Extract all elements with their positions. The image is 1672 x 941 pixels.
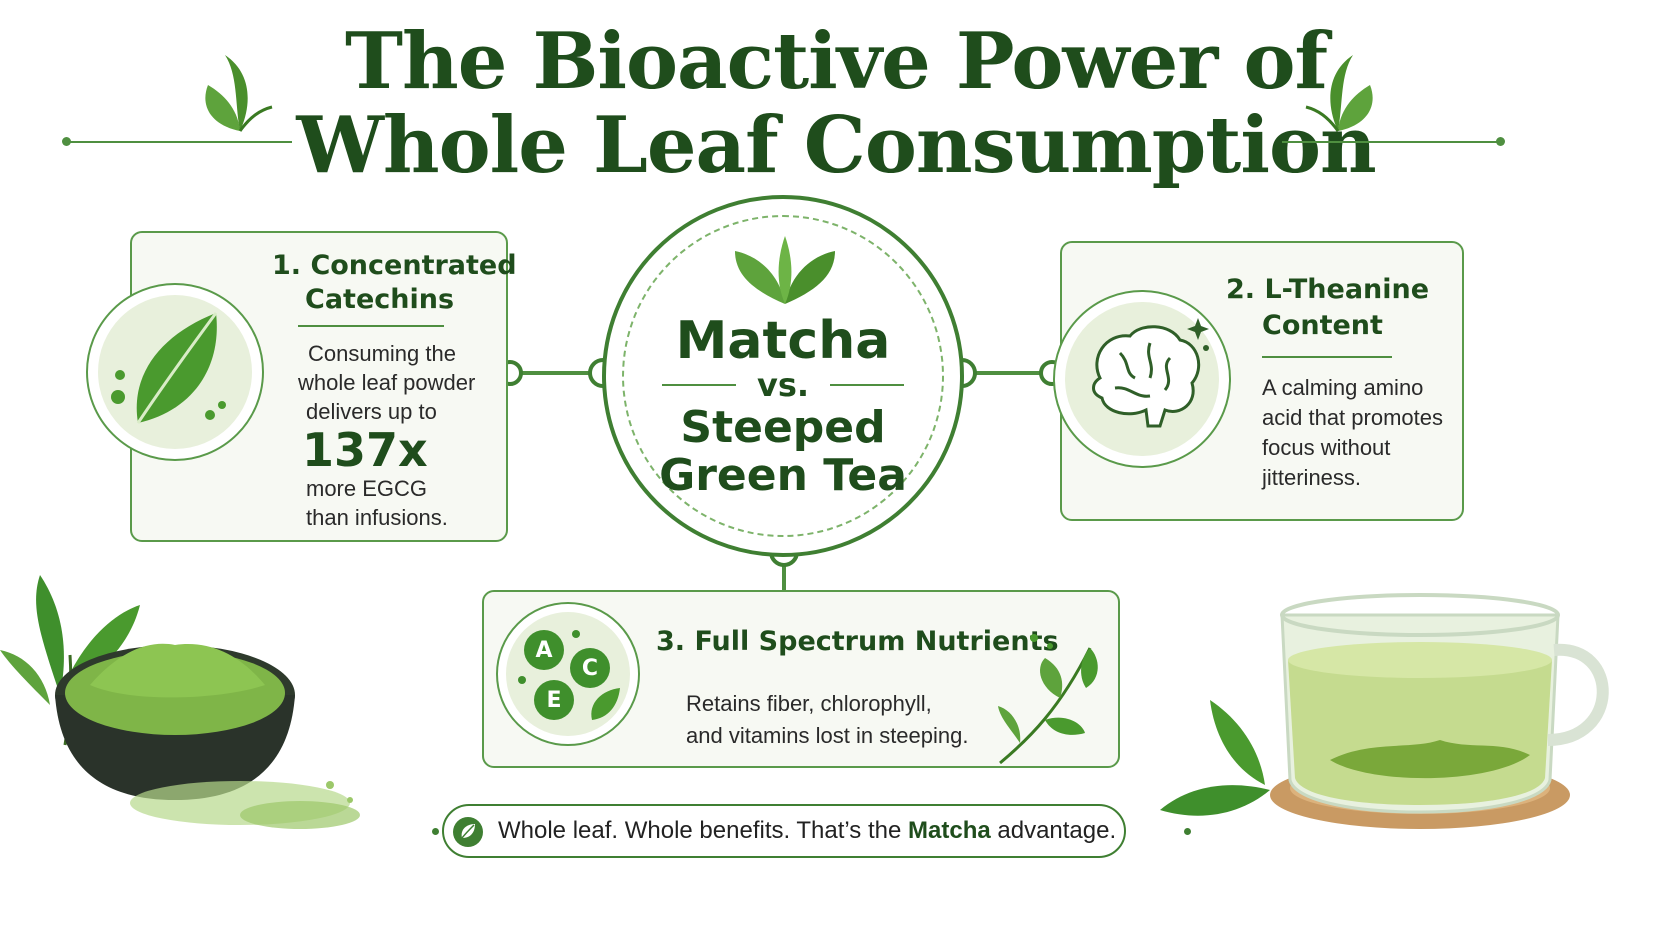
center-inner-ring — [622, 215, 944, 537]
tea-leaves-icon — [735, 236, 835, 304]
card-nutrients-icon-bg — [506, 612, 630, 736]
title-left-rule-dot — [62, 137, 71, 146]
tea-branch-icon — [998, 634, 1098, 765]
vitamins-icon — [518, 630, 620, 720]
center-title-matcha: Matcha — [675, 311, 891, 371]
title-left-rule — [66, 141, 292, 143]
card-nutrients-text-1: Retains fiber, chlorophyll, — [686, 691, 932, 716]
card-catechins-title-1: 1. Concentrated — [272, 250, 517, 281]
footer-text-bold: Matcha — [908, 817, 991, 844]
card-theanine-title-2: Content — [1262, 310, 1383, 341]
leaf-sprig-icon — [205, 55, 273, 132]
footer-banner — [442, 804, 1126, 858]
leaf-icon — [111, 312, 226, 424]
title-right-rule — [1282, 141, 1502, 143]
card-catechins-text-3: delivers up to — [306, 399, 437, 424]
card-catechins-text-2: whole leaf powder — [298, 370, 476, 395]
vitamin-a-label: A — [535, 638, 553, 663]
card-catechins-highlight: 137x — [302, 423, 428, 477]
brain-icon — [1092, 318, 1209, 428]
vitamin-e-label: E — [546, 688, 562, 713]
footer-text-before: Whole leaf. Whole benefits. That’s the — [498, 817, 909, 844]
vitamin-c-label: C — [581, 656, 599, 681]
leaf-sprig-icon — [1305, 55, 1373, 132]
card-catechins-text-1: Consuming the — [308, 341, 456, 366]
matcha-bowl-illustration — [0, 575, 360, 829]
card-catechins-title-rule — [298, 325, 444, 327]
footer-dot-left — [432, 828, 439, 835]
center-title-steeped: Steeped — [680, 402, 886, 453]
card-theanine-text-1: A calming amino — [1262, 375, 1424, 400]
center-vs-rule-left — [662, 384, 736, 386]
footer-text-after: advantage. — [990, 817, 1117, 844]
card-theanine-text-2: acid that promotes — [1262, 405, 1443, 430]
center-vs-rule-right — [830, 384, 904, 386]
card-nutrients-text-2: and vitamins lost in steeping. — [686, 723, 969, 748]
card-theanine-text-3: focus without — [1262, 435, 1391, 460]
card-theanine-title-1: 2. L-Theanine — [1226, 274, 1430, 305]
footer-tagline: Whole leaf. Whole benefits. That’s the M… — [498, 815, 1116, 847]
center-vs: vs. — [756, 366, 810, 404]
leaf-check-icon — [453, 817, 483, 847]
card-theanine-title-rule — [1262, 356, 1392, 358]
card-theanine-text-4: jitteriness. — [1262, 465, 1362, 490]
green-tea-cup-illustration — [1160, 593, 1609, 829]
card-catechins-title-2: Catechins — [305, 284, 455, 315]
center-title-green-tea: Green Tea — [659, 450, 907, 501]
card-catechins-text-4: more EGCG — [306, 476, 428, 501]
card-nutrients-title: 3. Full Spectrum Nutrients — [656, 626, 1059, 657]
page-title-line-2: Whole Leaf Consumption — [296, 100, 1376, 191]
card-catechins-text-5: than infusions. — [306, 505, 448, 530]
title-right-rule-dot — [1496, 137, 1505, 146]
page-title-line-1: The Bioactive Power of — [344, 16, 1328, 107]
footer-dot-right — [1184, 828, 1191, 835]
